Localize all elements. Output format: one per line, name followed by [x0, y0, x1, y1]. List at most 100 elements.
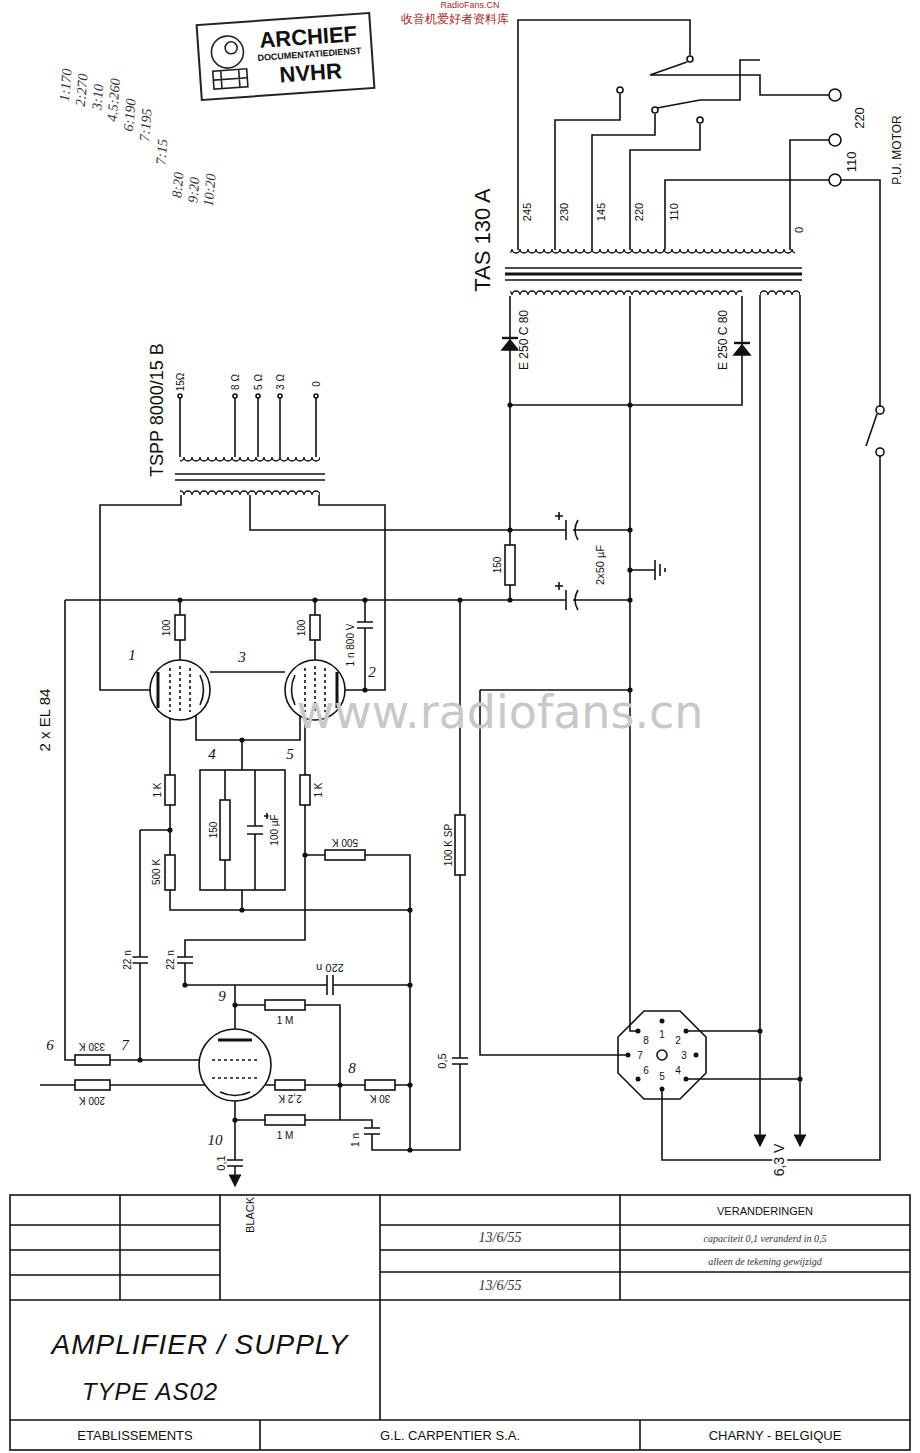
junction-dot	[627, 567, 632, 572]
junction-dot	[457, 597, 462, 602]
pencil-note: 4.5:260	[104, 77, 123, 123]
drawing-title: AMPLIFIER / SUPPLY	[50, 1330, 349, 1361]
title-block-text: CHARNY - BELGIQUE	[708, 1429, 843, 1443]
component-value: 100	[296, 619, 307, 638]
component-value: 22 n	[122, 949, 133, 970]
tap-label: 245	[521, 202, 533, 222]
tube-symbol	[455, 815, 465, 875]
motor-wire	[866, 414, 877, 446]
tap-label: 8 Ω	[230, 373, 241, 391]
output-transformer	[100, 495, 181, 690]
stamp-icon	[213, 69, 248, 89]
tube-symbol	[175, 615, 185, 640]
component-value: 0,1	[215, 1154, 227, 1171]
tap-label: 5 Ω	[253, 373, 264, 391]
tap-label: 220	[853, 106, 867, 130]
pin-number: 1	[658, 1029, 666, 1040]
tube-symbol	[300, 775, 310, 805]
tube-symbol	[314, 600, 316, 660]
tube-symbol	[292, 675, 296, 705]
tube-symbol	[196, 716, 300, 770]
motor-wire	[876, 448, 884, 456]
octal-socket	[618, 1011, 706, 1099]
callout-number: 8	[347, 1060, 357, 1077]
pin-number: 8	[642, 1035, 650, 1046]
octal-socket	[684, 1077, 689, 1082]
title-block	[380, 1195, 620, 1420]
pencil-note: 2:270	[73, 72, 91, 108]
power-transformer	[592, 114, 655, 250]
title-block-text: G.L. CARPENTIER S.A.	[379, 1429, 521, 1443]
tube-symbol	[310, 615, 320, 640]
rectifier-filter	[480, 690, 630, 1055]
callout-number: 10	[207, 1132, 224, 1149]
power-transformer	[829, 89, 841, 101]
pin-number: 3	[680, 1050, 688, 1061]
callout-number: 3	[237, 649, 247, 666]
octal-socket	[636, 1029, 641, 1034]
component-value: 1 K	[152, 781, 163, 798]
callout-number: 7	[120, 1037, 130, 1054]
rectifier-filter	[502, 340, 518, 350]
pin-number: 2	[674, 1035, 682, 1046]
motor-wire	[662, 180, 884, 1160]
drawing-title: TYPE AS02	[81, 1379, 219, 1405]
component-value: 1 M	[276, 1015, 295, 1026]
tube-symbol	[200, 675, 204, 705]
stamp-text: NVHR	[279, 58, 343, 88]
component-value: 30 K	[369, 1093, 392, 1104]
part-name: 2 x EL 84	[37, 688, 54, 753]
rectifier-filter	[505, 545, 515, 585]
junction-dot	[507, 597, 512, 602]
tube-symbol	[241, 890, 243, 910]
power-transformer	[697, 117, 703, 123]
revision-note: alleen de tekening gewijzigd	[707, 1256, 823, 1267]
rectifier-filter	[502, 337, 518, 339]
triode-stage	[265, 1115, 305, 1125]
component-value: BLACK	[244, 1196, 256, 1234]
stamp-icon	[213, 69, 248, 89]
pencil-note: 1:170	[57, 67, 75, 103]
octal-socket	[636, 1077, 641, 1082]
motor-wire	[876, 406, 884, 414]
triode-stage	[227, 1160, 243, 1166]
tube-symbol	[220, 800, 230, 860]
callout-number: 1	[127, 647, 137, 664]
rectifier-filter	[630, 560, 665, 580]
rectifier-filter	[555, 582, 563, 590]
tube-symbol	[177, 957, 193, 985]
tap-label: 0	[311, 380, 322, 388]
pencil-note: 7:195	[137, 107, 155, 143]
power-transformer	[505, 273, 802, 276]
rectifier-filter	[759, 295, 761, 1146]
output-transformer	[319, 495, 385, 690]
rectifier-filter	[573, 590, 630, 610]
rectifier-filter	[510, 520, 566, 540]
component-value: 500 K	[331, 837, 359, 848]
pin-number: 7	[636, 1050, 644, 1061]
archive-stamp: ARCHIEFDOCUMENTATIEDIENSTNVHR	[196, 12, 376, 101]
watermark: 收音机爱好者资料库	[400, 13, 510, 26]
watermark: RadioFans.CN	[439, 1, 500, 11]
junction-dot	[507, 402, 512, 407]
tube-symbol	[165, 855, 175, 890]
pin-number: 6	[642, 1065, 650, 1076]
output-transformer	[175, 474, 325, 480]
output-transformer	[250, 495, 510, 530]
junction-dot	[507, 527, 512, 532]
tube-symbol	[179, 600, 181, 660]
tube-symbol	[410, 600, 468, 1150]
output-transformer	[178, 394, 182, 398]
power-transformer	[510, 288, 742, 296]
junction-dot	[407, 907, 412, 912]
octal-socket	[660, 1019, 665, 1024]
junction-dot	[312, 597, 317, 602]
tap-label: 220	[633, 202, 645, 222]
component-value: 2x50 µF	[594, 544, 606, 586]
power-transformer	[790, 140, 829, 250]
title-block-text: VERANDERINGEN	[716, 1205, 814, 1217]
revision-note: 13/6/55	[478, 1230, 523, 1245]
component-value: 220 n	[315, 962, 345, 974]
callout-number: 4	[207, 746, 217, 763]
